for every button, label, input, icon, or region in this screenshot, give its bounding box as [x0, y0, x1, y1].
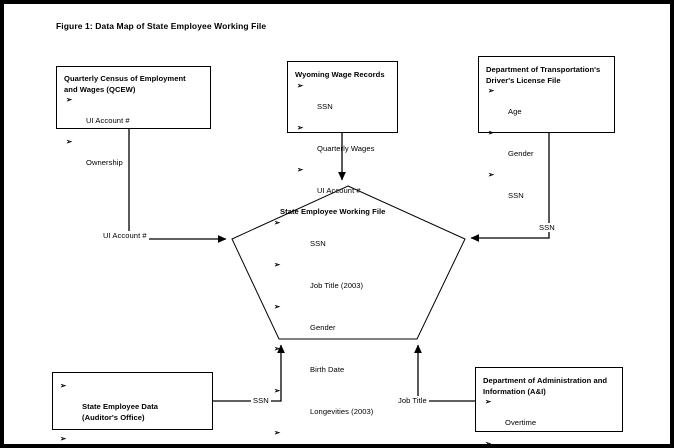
- node-dot-drivers-license: Department of Transportation's Driver's …: [478, 56, 615, 200]
- list-item: ➢ Ownership: [66, 137, 123, 167]
- node-title: State Employee Working File: [280, 207, 386, 216]
- central-pentagon-shape: [231, 185, 466, 340]
- list-item: ➢ Longevity: [483, 439, 622, 448]
- bullet-arrow-icon: ➢: [488, 86, 495, 95]
- bullet-arrow-icon: ➢: [488, 170, 495, 179]
- list-item: ➢ SSN: [58, 433, 212, 445]
- bullet-arrow-icon: ➢: [60, 381, 67, 390]
- node-admin-and-information: Department of Administration and Informa…: [475, 367, 623, 444]
- bullet-arrow-icon: ➢: [485, 439, 492, 448]
- bullet-arrow-icon: ➢: [297, 80, 304, 90]
- list-item: ➢ SSN: [297, 80, 333, 111]
- node-item-list: ➢ SSN ➢ Job Title (2003) ➢ Gender ➢ Birt…: [266, 217, 446, 445]
- bullet-arrow-icon: ➢: [274, 301, 281, 311]
- bullet-arrow-icon: ➢: [297, 164, 304, 174]
- node-title: Quarterly Census of Employment and Wages…: [64, 74, 186, 94]
- node-wyoming-wage-records: Wyoming Wage Records ➢ SSN ➢ Quarterly W…: [287, 61, 398, 195]
- node-item-list: ➢ SSN ➢ Quarterly Wages ➢ UI Account #: [295, 81, 397, 207]
- list-item: ➢ SSN: [488, 170, 524, 200]
- connector-sed-to-center: [213, 344, 285, 402]
- bullet-arrow-icon: ➢: [66, 137, 73, 146]
- bullet-arrow-icon: ➢: [274, 217, 281, 227]
- list-item: ➢ Age: [488, 86, 522, 116]
- list-item: ➢ Gender: [488, 128, 534, 158]
- node-title: Department of Administration and Informa…: [483, 376, 608, 396]
- bullet-arrow-icon: ➢: [274, 385, 281, 395]
- bullet-arrow-icon: ➢: [488, 128, 495, 137]
- list-item: ➢ Longevities (2003): [274, 385, 374, 416]
- list-item: ➢ UI Account #: [297, 164, 361, 195]
- connector-dot-to-center: [470, 133, 550, 242]
- bullet-arrow-icon: ➢: [297, 122, 304, 132]
- bullet-arrow-icon: ➢: [274, 343, 281, 353]
- edge-label-ssn-bottom: SSN: [251, 396, 271, 405]
- list-item: ➢ Overtime: [485, 397, 537, 427]
- list-item: ➢ Birth Date: [274, 343, 345, 374]
- list-item: ➢ SSN: [274, 217, 326, 248]
- edge-label-ui-account: UI Account #: [101, 231, 149, 240]
- node-item-list: ➢ Overtime ➢ Longevity ➢ Job Title: [483, 397, 622, 448]
- node-title: Department of Transportation's Driver's …: [486, 65, 601, 85]
- node-state-employee-working-file: State Employee Working File ➢ SSN ➢ Job …: [266, 207, 446, 445]
- list-item: ➢ Overtime (2004): [266, 427, 446, 445]
- bullet-arrow-icon: ➢: [274, 427, 281, 437]
- node-title: State Employee Data (Auditor's Office): [82, 402, 159, 422]
- list-item: ➢ Job Title (2003): [274, 259, 364, 290]
- bullet-arrow-icon: ➢: [66, 95, 73, 104]
- node-qcew: Quarterly Census of Employment and Wages…: [56, 66, 211, 167]
- edge-label-ssn-right: SSN: [537, 223, 557, 232]
- node-item-list: ➢ State Employee Data (Auditor's Office)…: [58, 381, 212, 445]
- bullet-arrow-icon: ➢: [485, 397, 492, 406]
- node-title: Wyoming Wage Records: [295, 70, 385, 79]
- list-item: ➢ Gender: [274, 301, 336, 332]
- edge-label-job-title: Job Title: [396, 396, 429, 405]
- node-item-list: ➢ Age ➢ Gender ➢ SSN: [486, 86, 614, 212]
- list-item: ➢ State Employee Data (Auditor's Office): [58, 381, 212, 434]
- bullet-arrow-icon: ➢: [274, 259, 281, 269]
- node-item-list: ➢ UI Account # ➢ Ownership: [64, 95, 210, 179]
- list-item: ➢ UI Account #: [66, 95, 130, 125]
- page-title: Figure 1: Data Map of State Employee Wor…: [56, 21, 267, 31]
- bullet-arrow-icon: ➢: [60, 433, 67, 443]
- list-item: ➢ Quarterly Wages: [297, 122, 375, 153]
- node-state-employee-data: ➢ State Employee Data (Auditor's Office)…: [52, 372, 213, 443]
